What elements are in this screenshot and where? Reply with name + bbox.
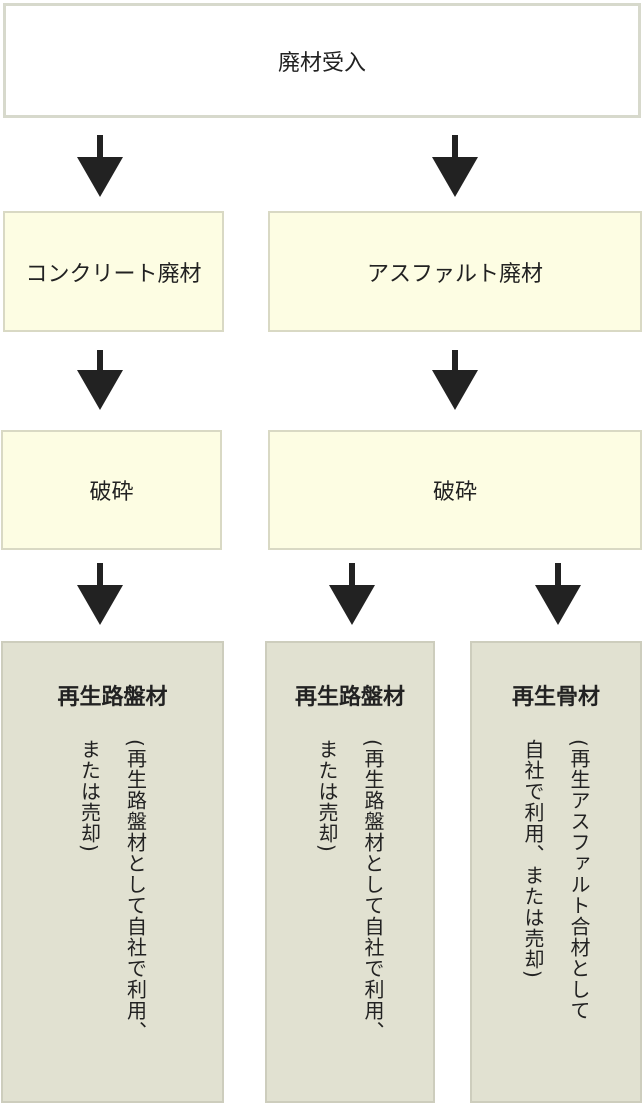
output-description: (再生路盤材として自社で利用、 または売却): [77, 739, 148, 1042]
asphalt-waste-label: アスファルト廃材: [366, 261, 543, 287]
output-title: 再生路盤材: [294, 685, 405, 710]
output-description: (再生アスファルト合材として 自社で利用、または売却): [521, 739, 591, 1021]
intake-box: 廃材受入: [3, 3, 641, 118]
output-box-recycled-roadbed-2: 再生路盤材 (再生路盤材として自社で利用、 または売却): [265, 641, 435, 1103]
crush-concrete-box: 破砕: [1, 430, 222, 550]
output-description: (再生路盤材として自社で利用、 または売却): [315, 739, 385, 1042]
crush-asphalt-box: 破砕: [268, 430, 642, 550]
output-title: 再生骨材: [511, 685, 600, 710]
output-box-recycled-roadbed-1: 再生路盤材 (再生路盤材として自社で利用、 または売却): [1, 641, 224, 1103]
output-box-recycled-aggregate: 再生骨材 (再生アスファルト合材として 自社で利用、または売却): [470, 641, 642, 1103]
intake-label: 廃材受入: [277, 50, 366, 76]
crush-asphalt-label: 破砕: [432, 480, 477, 505]
asphalt-waste-box: アスファルト廃材: [268, 211, 642, 332]
concrete-waste-label: コンクリート廃材: [25, 261, 202, 287]
output-title: 再生路盤材: [57, 685, 168, 710]
concrete-waste-box: コンクリート廃材: [3, 211, 224, 332]
crush-concrete-label: 破砕: [89, 480, 134, 505]
